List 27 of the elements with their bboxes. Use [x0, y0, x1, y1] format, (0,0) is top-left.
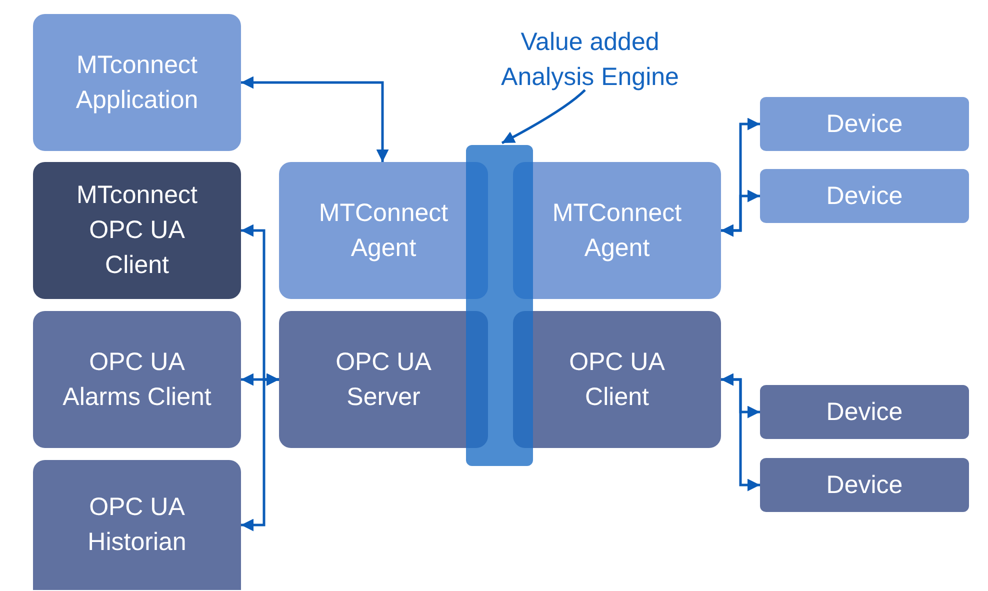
- connector-arrow: [721, 373, 760, 492]
- box-label: MTConnect Agent: [551, 198, 683, 264]
- connector-arrow: [241, 76, 389, 162]
- analysis-engine-bar: [466, 145, 533, 466]
- client-box: [33, 311, 241, 448]
- box-label: OPC UA Alarms Client: [62, 346, 212, 412]
- box-label: OPC UA Client: [568, 346, 666, 412]
- device-box: [760, 169, 969, 223]
- client-box: [33, 162, 241, 299]
- connector-arrow: [721, 190, 760, 237]
- device-box: [760, 385, 969, 439]
- box-label: MTconnect Application: [74, 50, 200, 116]
- application-box: [33, 14, 241, 151]
- historian-box: [33, 460, 241, 590]
- connector-arrow: [241, 373, 279, 532]
- box-label: OPC UA Historian: [86, 492, 188, 558]
- box-label: OPC UA Server: [334, 346, 432, 412]
- box-label: MTconnect OPC UA Client: [76, 180, 198, 281]
- box-label: Device: [826, 108, 903, 140]
- box-label: MTConnect Agent: [318, 198, 450, 264]
- device-box: [760, 458, 969, 512]
- box-label: Device: [826, 470, 903, 500]
- box-label: Device: [826, 396, 903, 428]
- device-box: [760, 97, 969, 151]
- callout-text: Value added Analysis Engine: [500, 27, 680, 93]
- leader-arrow: [501, 89, 586, 144]
- box-label: Device: [826, 180, 903, 212]
